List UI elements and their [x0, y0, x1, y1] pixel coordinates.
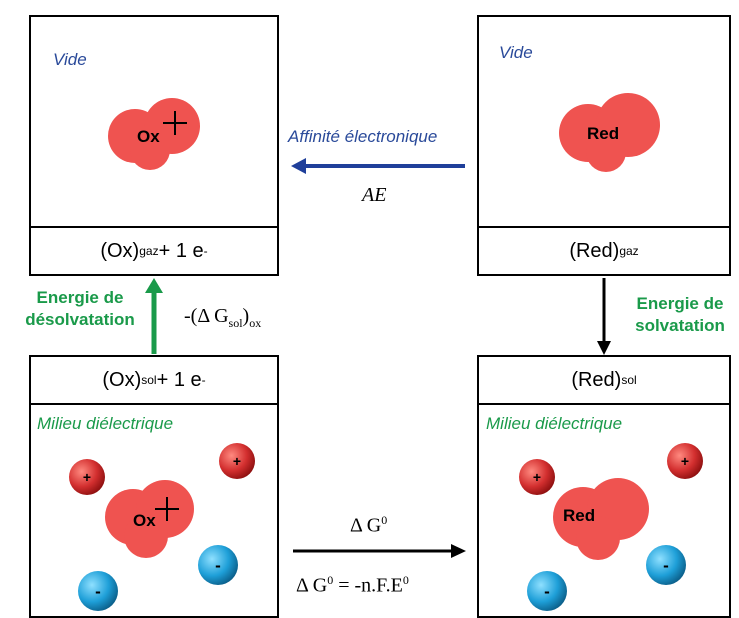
cation-ion: +: [667, 443, 703, 479]
vide-label-right: Vide: [499, 43, 533, 62]
plus-charge-icon: [155, 497, 179, 521]
red-text-bottom: Red: [563, 506, 595, 525]
red-molecule-top: Red: [559, 93, 660, 172]
affinity-label: Affinité électronique: [288, 127, 438, 146]
desolv-formula-pre: -(Δ G: [184, 305, 229, 327]
red-gaz-sub: gaz: [619, 244, 639, 258]
ox-sol-sup: -: [201, 373, 206, 387]
minus-sign: -: [95, 582, 101, 601]
anion-ion: -: [78, 571, 118, 611]
anion-ion: -: [527, 571, 567, 611]
affinity-symbol: AE: [362, 184, 387, 206]
cation-ion: +: [69, 459, 105, 495]
anion-ion: -: [646, 545, 686, 585]
ox-gaz-sup: -: [203, 244, 208, 258]
delta-g-text: Δ G: [350, 514, 382, 537]
delta-g-eq-pre: Δ G: [296, 574, 328, 597]
ox-gaz-label: (Ox)gaz + 1 e-: [29, 226, 279, 276]
ox-sol-label: (Ox)sol + 1 e-: [29, 355, 279, 405]
minus-sign: -: [544, 582, 550, 601]
desolvatation-label: Energie de désolvatation: [10, 287, 150, 331]
plus-sign: +: [83, 469, 91, 485]
red-sol-label: (Red)sol: [477, 355, 731, 405]
ox-gaz-sub: gaz: [139, 244, 159, 258]
solvatation-label-line1: Energie de: [636, 294, 724, 313]
desolvatation-label-line1: Energie de: [36, 288, 124, 307]
ox-gaz-main: (Ox): [100, 239, 140, 262]
vide-label-left: Vide: [53, 50, 87, 69]
ox-sol-sub: sol: [141, 373, 157, 387]
minus-sign: -: [663, 556, 669, 575]
red-gaz-main: (Red): [569, 239, 620, 262]
delta-g-eq-sup2: 0: [402, 573, 409, 587]
milieu-label-left: Milieu diélectrique: [37, 414, 174, 433]
delta-g-equation: Δ G0 = -n.F.E0: [296, 573, 409, 598]
anion-ion: -: [198, 545, 238, 585]
ox-text-top: Ox: [137, 127, 160, 146]
red-sol-sub: sol: [621, 373, 637, 387]
solvatation-label-line2: solvatation: [635, 316, 725, 335]
desolv-formula-sub2: ox: [249, 316, 262, 330]
desolv-formula-close: ): [242, 305, 250, 327]
desolvatation-formula: -(Δ Gsol)ox: [184, 305, 261, 331]
delta-g-sup: 0: [381, 513, 388, 527]
minus-sign: -: [215, 556, 221, 575]
ox-gaz-rest: + 1 e: [158, 239, 204, 262]
delta-g-eq-mid: = -n.F.E: [333, 574, 403, 597]
red-text-top: Red: [587, 124, 619, 143]
red-molecule-bottom: Red: [553, 478, 649, 560]
desolvatation-label-line2: désolvatation: [25, 310, 135, 329]
ox-sol-main: (Ox): [102, 368, 142, 391]
affinity-arrow: [291, 158, 465, 174]
delta-g-label: Δ G0: [350, 513, 387, 538]
red-sol-main: (Red): [571, 368, 622, 391]
plus-sign: +: [533, 469, 541, 485]
solvatation-label: Energie de solvatation: [622, 293, 738, 337]
ox-molecule-bottom: Ox: [105, 480, 194, 558]
desolvatation-arrow: [145, 278, 163, 354]
cation-ion: +: [219, 443, 255, 479]
plus-sign: +: [233, 453, 241, 469]
delta-g-arrow: [293, 544, 466, 558]
plus-charge-icon: [163, 111, 187, 135]
plus-sign: +: [681, 453, 689, 469]
ox-text-bottom: Ox: [133, 511, 156, 530]
solvatation-arrow: [597, 278, 611, 355]
ox-sol-rest: + 1 e: [156, 368, 202, 391]
milieu-label-right: Milieu diélectrique: [486, 414, 623, 433]
delta-g-eq-sup1: 0: [327, 573, 334, 587]
ox-molecule-top: Ox: [108, 98, 200, 170]
desolv-formula-sub: sol: [228, 316, 243, 330]
cation-ion: +: [519, 459, 555, 495]
red-gaz-label: (Red)gaz: [477, 226, 731, 276]
